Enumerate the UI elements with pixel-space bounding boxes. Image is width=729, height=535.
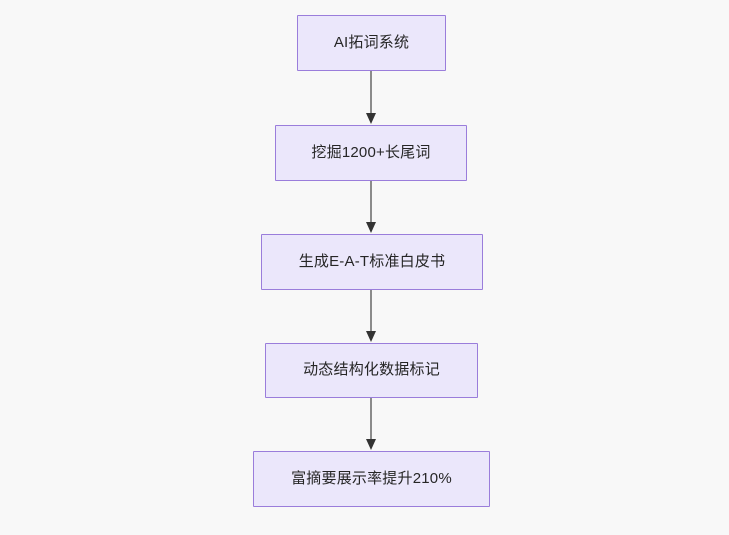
flowchart-node-n1[interactable]: 挖掘1200+长尾词 <box>275 125 467 181</box>
flowchart-node-label: 富摘要展示率提升210% <box>291 469 452 487</box>
flowchart-edge-e0 <box>364 71 378 125</box>
flowchart-edge-e1 <box>364 181 378 234</box>
flowchart-node-n4[interactable]: 富摘要展示率提升210% <box>253 451 490 507</box>
flowchart-node-label: AI拓词系统 <box>333 33 410 51</box>
flowchart-node-label: 生成E-A-T标准白皮书 <box>298 252 446 270</box>
flowchart-node-n2[interactable]: 生成E-A-T标准白皮书 <box>261 234 483 290</box>
flowchart-edge-e2 <box>364 290 378 343</box>
arrowhead-icon <box>366 222 376 233</box>
flowchart-node-label: 动态结构化数据标记 <box>303 361 440 379</box>
arrowhead-icon <box>366 439 376 450</box>
flowchart-node-n0[interactable]: AI拓词系统 <box>297 15 446 71</box>
flowchart-node-n3[interactable]: 动态结构化数据标记 <box>265 343 478 398</box>
flowchart-edge-e3 <box>364 398 378 451</box>
flowchart-node-label: 挖掘1200+长尾词 <box>311 143 431 161</box>
arrowhead-icon <box>366 331 376 342</box>
arrowhead-icon <box>366 113 376 124</box>
